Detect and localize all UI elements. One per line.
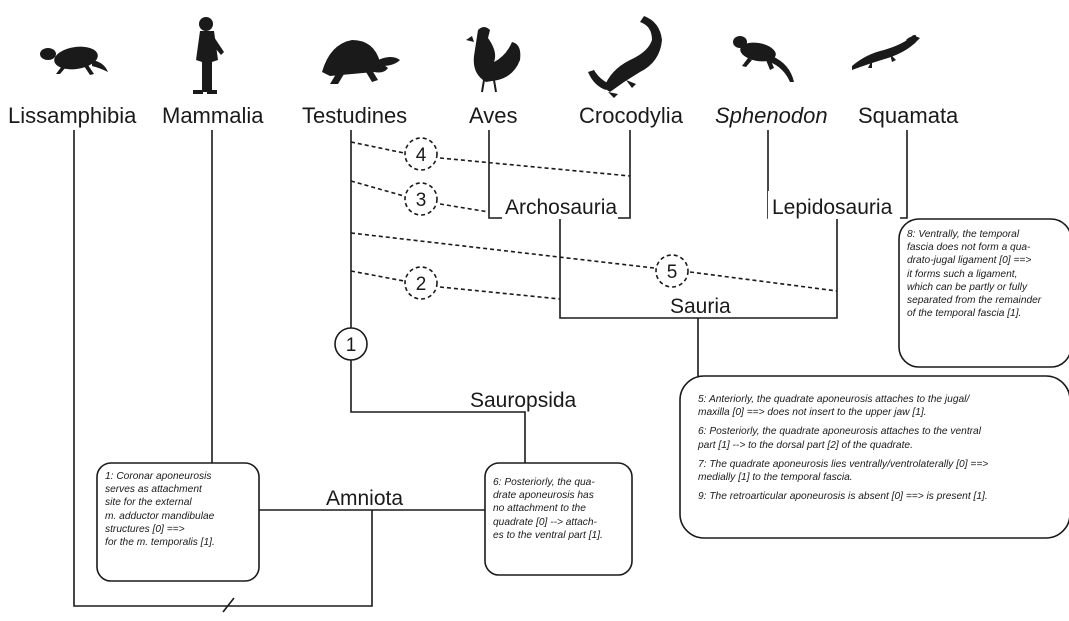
note-character-5: 5: Anteriorly, the quadrate aponeurosis … [698, 393, 1058, 419]
svg-text:1: 1 [346, 335, 357, 356]
svg-text:3: 3 [416, 190, 427, 211]
svg-text:2: 2 [416, 274, 427, 295]
taxon-label-sphenodon: Sphenodon [715, 103, 828, 128]
clade-label-archosauria: Archosauria [505, 196, 617, 219]
rooster-icon [466, 27, 520, 92]
pointer-stroke [223, 598, 234, 612]
note-character-9: 9: The retroarticular aponeurosis is abs… [698, 490, 1058, 503]
crocodile-icon [588, 16, 662, 98]
tuatara-icon [733, 36, 794, 82]
marker-2: 2 [405, 267, 437, 299]
marker-1: 1 [335, 328, 367, 360]
note-character-7: 7: The quadrate aponeurosis lies ventral… [698, 458, 1058, 484]
taxon-label-squamata: Squamata [858, 103, 959, 128]
note-text-amniota: 1: Coronar aponeurosis serves as attachm… [105, 470, 255, 549]
branch-archosauria-stem [560, 130, 837, 318]
marker-5: 5 [656, 255, 688, 287]
clade-label-sauria: Sauria [670, 295, 731, 318]
dash-line-2 [351, 271, 560, 299]
dash-line-4 [351, 142, 630, 176]
branch-testudines [351, 130, 525, 510]
clade-label-amniota: Amniota [326, 487, 403, 510]
turtle-icon [322, 40, 400, 84]
marker-3: 3 [405, 183, 437, 215]
svg-text:5: 5 [667, 262, 678, 283]
taxon-label-aves: Aves [469, 103, 518, 128]
clade-label-sauropsida: Sauropsida [470, 389, 577, 412]
lizard-icon [852, 35, 920, 70]
svg-text:4: 4 [416, 145, 427, 166]
marker-4: 4 [405, 138, 437, 170]
taxon-label-mammalia: Mammalia [162, 103, 264, 128]
human-icon [193, 17, 224, 94]
clade-label-lepidosauria: Lepidosauria [772, 196, 893, 219]
note-text-sauropsida: 6: Posteriorly, the qua- drate aponeuros… [493, 476, 629, 542]
note-text-lepidosauria: 8: Ventrally, the temporal fascia does n… [907, 228, 1067, 320]
salamander-icon [40, 44, 108, 75]
note-character-6: 6: Posteriorly, the quadrate aponeurosis… [698, 425, 1058, 451]
note-text-sauria: 5: Anteriorly, the quadrate aponeurosis … [698, 393, 1058, 503]
taxon-label-testudines: Testudines [302, 103, 407, 128]
taxon-label-crocodylia: Crocodylia [579, 103, 684, 128]
taxon-label-lissamphibia: Lissamphibia [8, 103, 137, 128]
